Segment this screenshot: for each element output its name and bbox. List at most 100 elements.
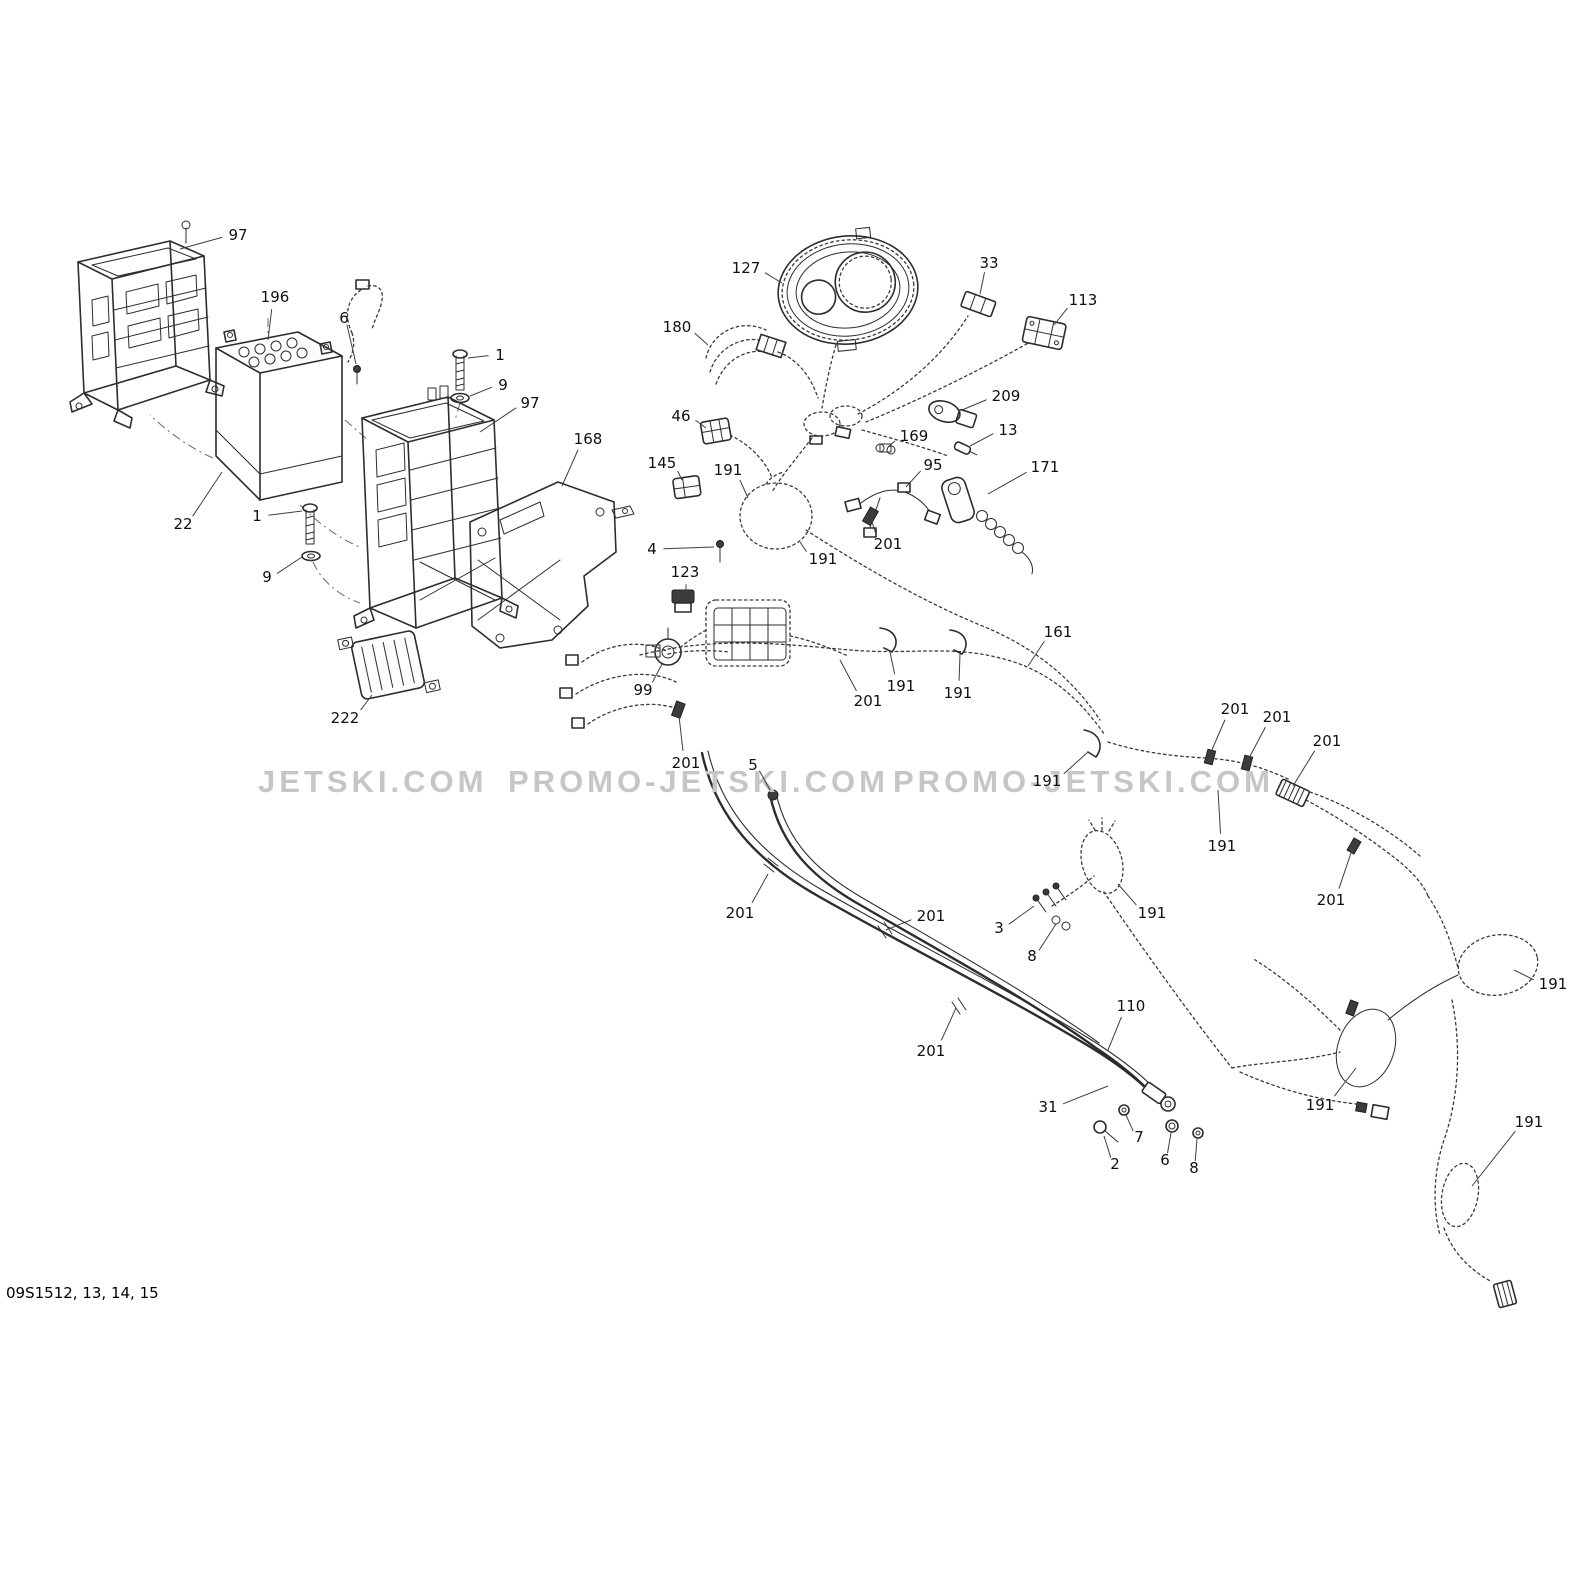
callout-191: 191 (1208, 837, 1237, 855)
leader-line (469, 386, 493, 397)
screws-3 (1032, 882, 1067, 913)
callout-6: 6 (1160, 1151, 1170, 1169)
ecm-bracket (469, 481, 635, 649)
leader-line (1062, 1085, 1109, 1105)
leader-line (192, 471, 223, 517)
callout-8: 8 (1189, 1159, 1199, 1177)
leader-line (678, 715, 684, 751)
callout-97: 97 (520, 394, 539, 412)
leader-line (346, 324, 357, 365)
callout-31: 31 (1038, 1098, 1057, 1116)
callout-201: 201 (854, 692, 883, 710)
callout-113: 113 (1069, 291, 1098, 309)
callout-201: 201 (874, 535, 903, 553)
leader-line (885, 919, 912, 931)
callout-46: 46 (671, 407, 690, 425)
callout-123: 123 (671, 563, 700, 581)
gauge-harness (705, 325, 837, 409)
callout-201: 201 (1263, 708, 1292, 726)
leader-line (871, 521, 877, 535)
leader-line (1125, 1114, 1134, 1132)
callout-2: 2 (1110, 1155, 1120, 1173)
callout-6: 6 (339, 309, 349, 327)
callout-161: 161 (1044, 623, 1073, 641)
watermark-text: PROMO-JETSKI.COM (893, 764, 1274, 799)
callout-7: 7 (1134, 1128, 1144, 1146)
callout-201: 201 (917, 907, 946, 925)
leader-line (651, 663, 663, 683)
connector-201 (1275, 778, 1311, 808)
leader-line (1513, 969, 1534, 981)
callout-191: 191 (1138, 904, 1167, 922)
bolt-1-lower (302, 503, 318, 545)
connector-123 (671, 589, 695, 613)
callout-201: 201 (1313, 732, 1342, 750)
leader-line (179, 236, 223, 250)
leader-line (905, 470, 921, 488)
leader-line (276, 556, 303, 574)
callout-222: 222 (331, 709, 360, 727)
leader-line (1471, 1130, 1516, 1187)
callout-99: 99 (633, 681, 652, 699)
callout-191: 191 (1515, 1113, 1544, 1131)
callout-169: 169 (900, 427, 929, 445)
callout-201: 201 (917, 1042, 946, 1060)
callout-196: 196 (261, 288, 290, 306)
leader-line (1217, 789, 1222, 834)
watermark-text: JETSKI.COM (258, 764, 487, 799)
switch-113 (1021, 315, 1067, 351)
leader-line (889, 651, 896, 675)
washer-9-lower (301, 550, 321, 562)
callout-22: 22 (173, 515, 192, 533)
safety-switch-171 (941, 476, 1033, 575)
clamp-169 (875, 443, 896, 455)
callout-171: 171 (1031, 458, 1060, 476)
leader-line (958, 653, 961, 681)
leader-line (694, 332, 709, 346)
callout-3: 3 (994, 919, 1004, 937)
leader-line (695, 419, 707, 429)
callout-33: 33 (979, 254, 998, 272)
callout-5: 5 (748, 756, 758, 774)
leader-line (799, 541, 807, 552)
callout-191: 191 (1539, 975, 1568, 993)
callout-209: 209 (992, 387, 1021, 405)
leader-line (1103, 1135, 1112, 1158)
leader-line (479, 407, 517, 433)
wire-loop-main (739, 471, 1101, 721)
leader-line (839, 659, 857, 692)
callout-201: 201 (672, 754, 701, 772)
leader-line (677, 470, 683, 481)
mid-right-loop (1051, 817, 1233, 1069)
leader-line (764, 272, 783, 284)
screw-4 (716, 540, 724, 563)
leader-line (467, 355, 489, 359)
sensor-209 (928, 400, 978, 429)
battery-tray-left (69, 220, 225, 429)
sensor-99 (645, 627, 682, 666)
callout-1: 1 (252, 507, 262, 525)
fuse-box (681, 599, 849, 667)
leader-line (1210, 719, 1226, 753)
battery (215, 329, 343, 501)
callout-97: 97 (228, 226, 247, 244)
callout-1: 1 (495, 346, 505, 364)
leader-line (1248, 726, 1266, 759)
callout-180: 180 (663, 318, 692, 336)
leader-line (267, 309, 273, 341)
diagram-code: 09S1512, 13, 14, 15 (6, 1284, 159, 1302)
washer-9-upper (450, 392, 470, 404)
terminal-13 (953, 441, 978, 456)
callout-145: 145 (648, 454, 677, 472)
cable-end-hardware (1093, 1104, 1204, 1143)
left-wire-bundle (559, 643, 731, 729)
leader-line (1194, 1138, 1198, 1162)
leader-line (987, 471, 1027, 495)
callout-110: 110 (1117, 997, 1146, 1015)
callout-13: 13 (998, 421, 1017, 439)
leader-line (268, 510, 303, 516)
leader-line (940, 1007, 957, 1041)
leader-line (561, 449, 579, 487)
leader-line (663, 546, 715, 550)
leader-line (979, 272, 986, 295)
